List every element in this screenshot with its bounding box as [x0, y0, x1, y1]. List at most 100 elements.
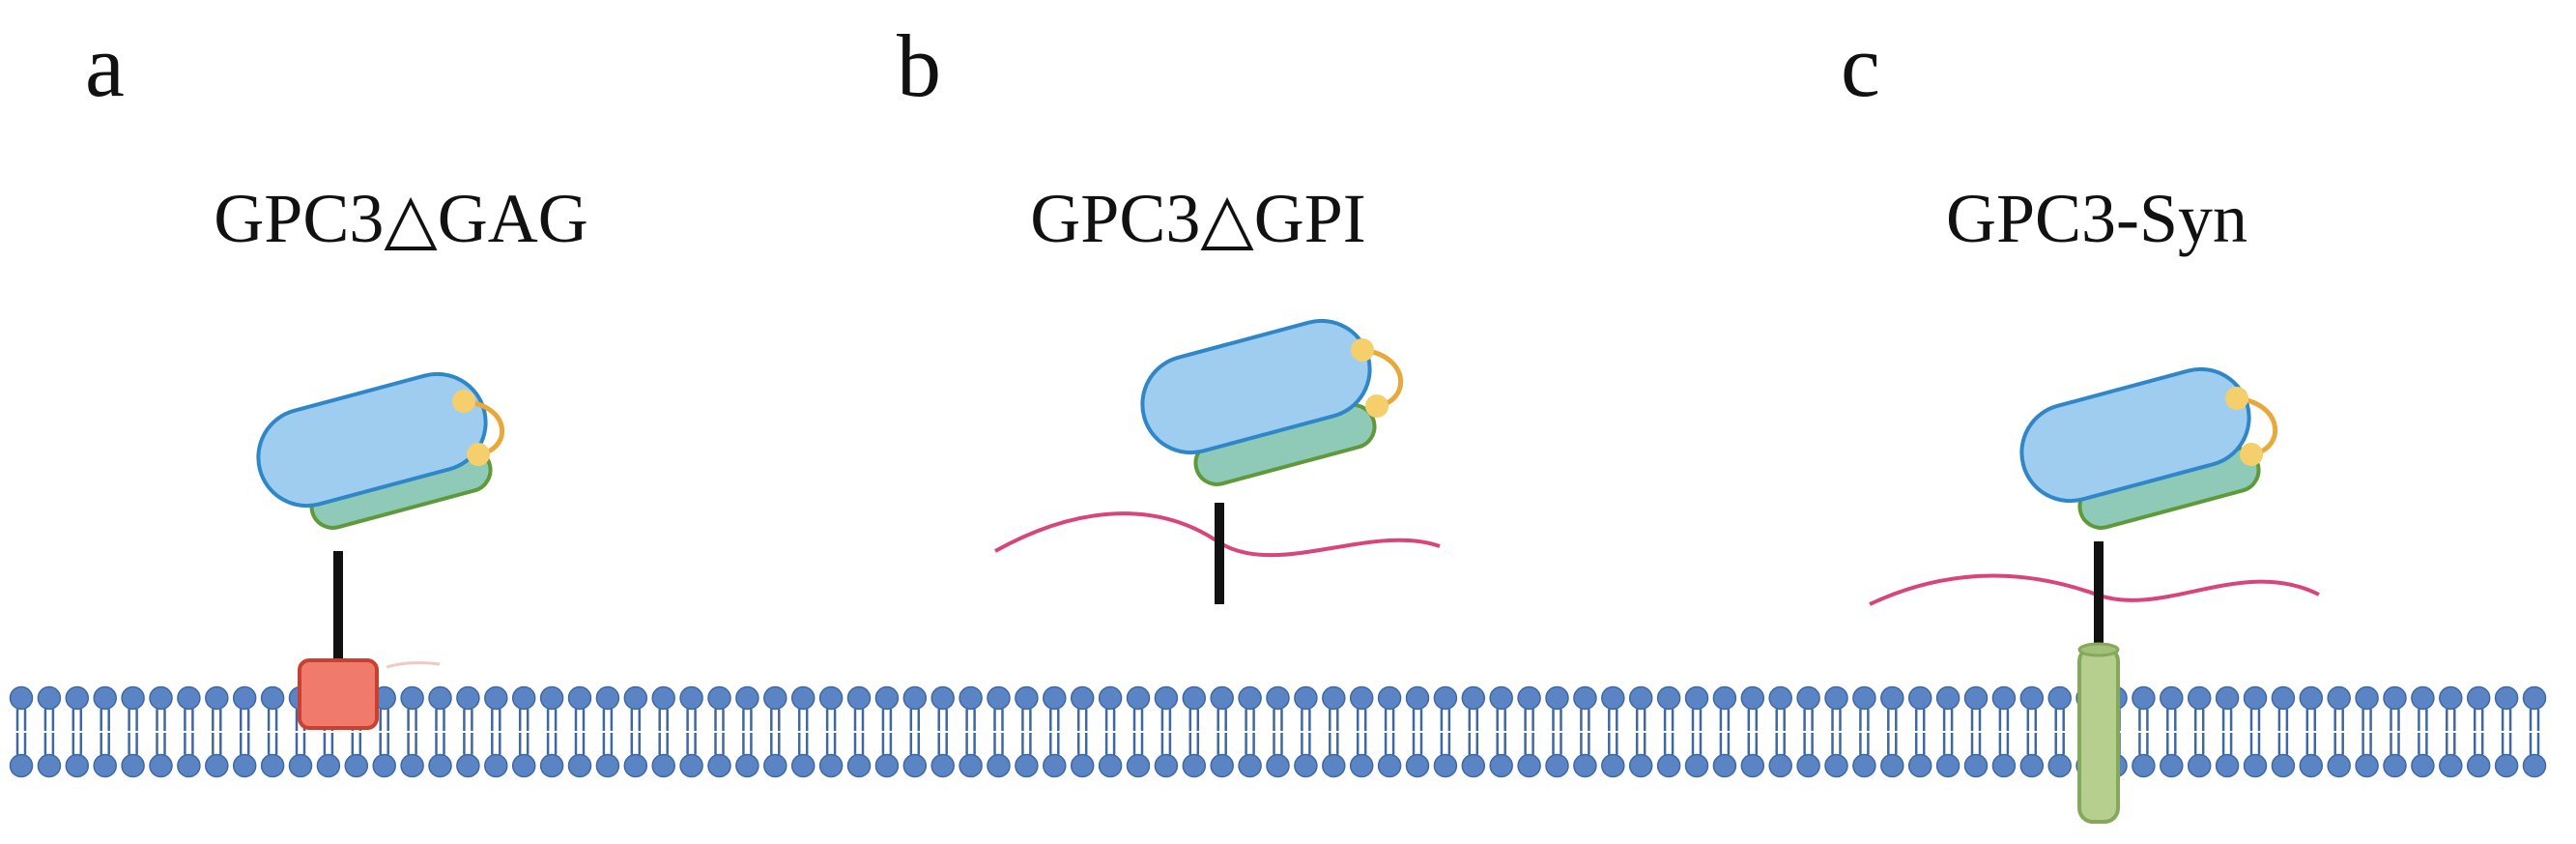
lipid-head: [679, 753, 703, 778]
lipid-head: [1461, 685, 1486, 711]
lipid-head: [400, 753, 424, 778]
lipid-head: [1070, 685, 1095, 711]
panel-a-linker-knob-top: [452, 390, 475, 413]
lipid-head: [2299, 753, 2324, 778]
lipid-head: [2243, 685, 2268, 711]
lipid-head: [818, 753, 844, 778]
lipid-head: [1126, 685, 1151, 711]
lipid-head: [1322, 685, 1346, 711]
lipid-head: [1266, 753, 1290, 778]
lipid-head: [1712, 685, 1737, 711]
lipid-head: [1043, 685, 1067, 711]
lipid-head: [37, 753, 62, 778]
lipid-head: [1684, 685, 1709, 711]
lipid-head: [65, 753, 90, 778]
lipid-head: [902, 753, 928, 778]
lipid-head: [1824, 685, 1848, 711]
lipid-head: [735, 685, 759, 711]
lipid-head: [2160, 753, 2184, 778]
lipid-head: [288, 753, 313, 778]
lipid-head: [37, 685, 62, 711]
lipid-head: [1154, 685, 1179, 711]
lipid-head: [456, 685, 480, 711]
lipid-head: [511, 685, 536, 711]
panel-b-construct: [994, 318, 1441, 604]
lipid-head: [1098, 685, 1123, 711]
lipid-head: [1098, 753, 1123, 778]
lipid-head: [2383, 753, 2407, 778]
lipid-head: [623, 753, 648, 778]
lipid-head: [149, 753, 173, 778]
panel-c-transmembrane-anchor: [2077, 646, 2120, 824]
lipid-head: [679, 685, 703, 711]
lipid-head: [1015, 753, 1039, 778]
lipid-bilayer: [9, 685, 2547, 778]
lipid-head: [1880, 753, 1904, 778]
lipid-head: [1935, 685, 1961, 711]
lipid-head: [1852, 753, 1876, 778]
lipid-head: [1210, 753, 1234, 778]
lipid-head: [1656, 685, 1681, 711]
lipid-head: [205, 753, 229, 778]
lipid-head: [959, 753, 983, 778]
lipid-head: [1126, 753, 1151, 778]
lipid-head: [1545, 753, 1569, 778]
lipid-head: [1880, 685, 1904, 711]
lipid-head: [1433, 753, 1458, 778]
lipid-head: [344, 753, 369, 778]
panel-c-transmembrane-cap: [2077, 642, 2120, 657]
panel-c-blue-domain: [2019, 366, 2251, 504]
panel-a-blue-domain: [256, 371, 488, 509]
lipid-head: [651, 685, 675, 711]
panel-a-letter: a: [85, 16, 125, 115]
lipid-head: [65, 685, 90, 711]
lipid-head: [2327, 685, 2351, 711]
lipid-head: [232, 685, 257, 711]
lipid-head: [1796, 753, 1820, 778]
lipid-head: [428, 685, 452, 711]
lipid-head: [2047, 753, 2072, 778]
lipid-head: [1796, 685, 1820, 711]
lipid-head: [2383, 685, 2407, 711]
lipid-head: [1991, 753, 2017, 778]
lipid-head: [456, 753, 480, 778]
lipid-head: [484, 685, 508, 711]
lipid-head: [2132, 753, 2156, 778]
lipid-head: [2271, 753, 2296, 778]
lipid-head: [1015, 685, 1039, 711]
lipid-head: [205, 685, 229, 711]
panel-a-faint-mark: [386, 661, 441, 669]
lipid-head: [1489, 753, 1513, 778]
lipid-head: [846, 753, 872, 778]
lipid-head: [2019, 685, 2045, 711]
panel-c-construct: [1869, 366, 2320, 824]
panel-c-letter: c: [1841, 16, 1880, 115]
lipid-head: [1768, 685, 1792, 711]
lipid-head: [1963, 685, 1989, 711]
panel-c-linker-knob-top: [2225, 387, 2248, 410]
lipid-head: [2439, 685, 2463, 711]
panel-a-title: GPC3△GAG: [214, 180, 588, 257]
lipid-head: [1433, 685, 1458, 711]
lipid-head: [2215, 685, 2240, 711]
lipid-head: [1768, 753, 1792, 778]
lipid-head: [2411, 753, 2435, 778]
lipid-head: [2132, 685, 2156, 711]
lipid-head: [177, 753, 201, 778]
lipid-head: [1517, 685, 1541, 711]
panel-b-linker-knob-top: [1351, 338, 1374, 362]
lipid-head: [2299, 685, 2324, 711]
lipid-head: [987, 753, 1011, 778]
panel-c-title: GPC3-Syn: [1945, 180, 2248, 257]
lipid-head: [1405, 685, 1430, 711]
lipid-head: [1043, 753, 1067, 778]
lipid-head: [790, 685, 816, 711]
lipid-head: [260, 685, 285, 711]
lipid-head: [2019, 753, 2045, 778]
lipid-head: [2522, 685, 2547, 711]
lipid-head: [539, 685, 564, 711]
lipid-head: [1238, 753, 1262, 778]
lipid-head: [2439, 753, 2463, 778]
lipid-head: [1322, 753, 1346, 778]
